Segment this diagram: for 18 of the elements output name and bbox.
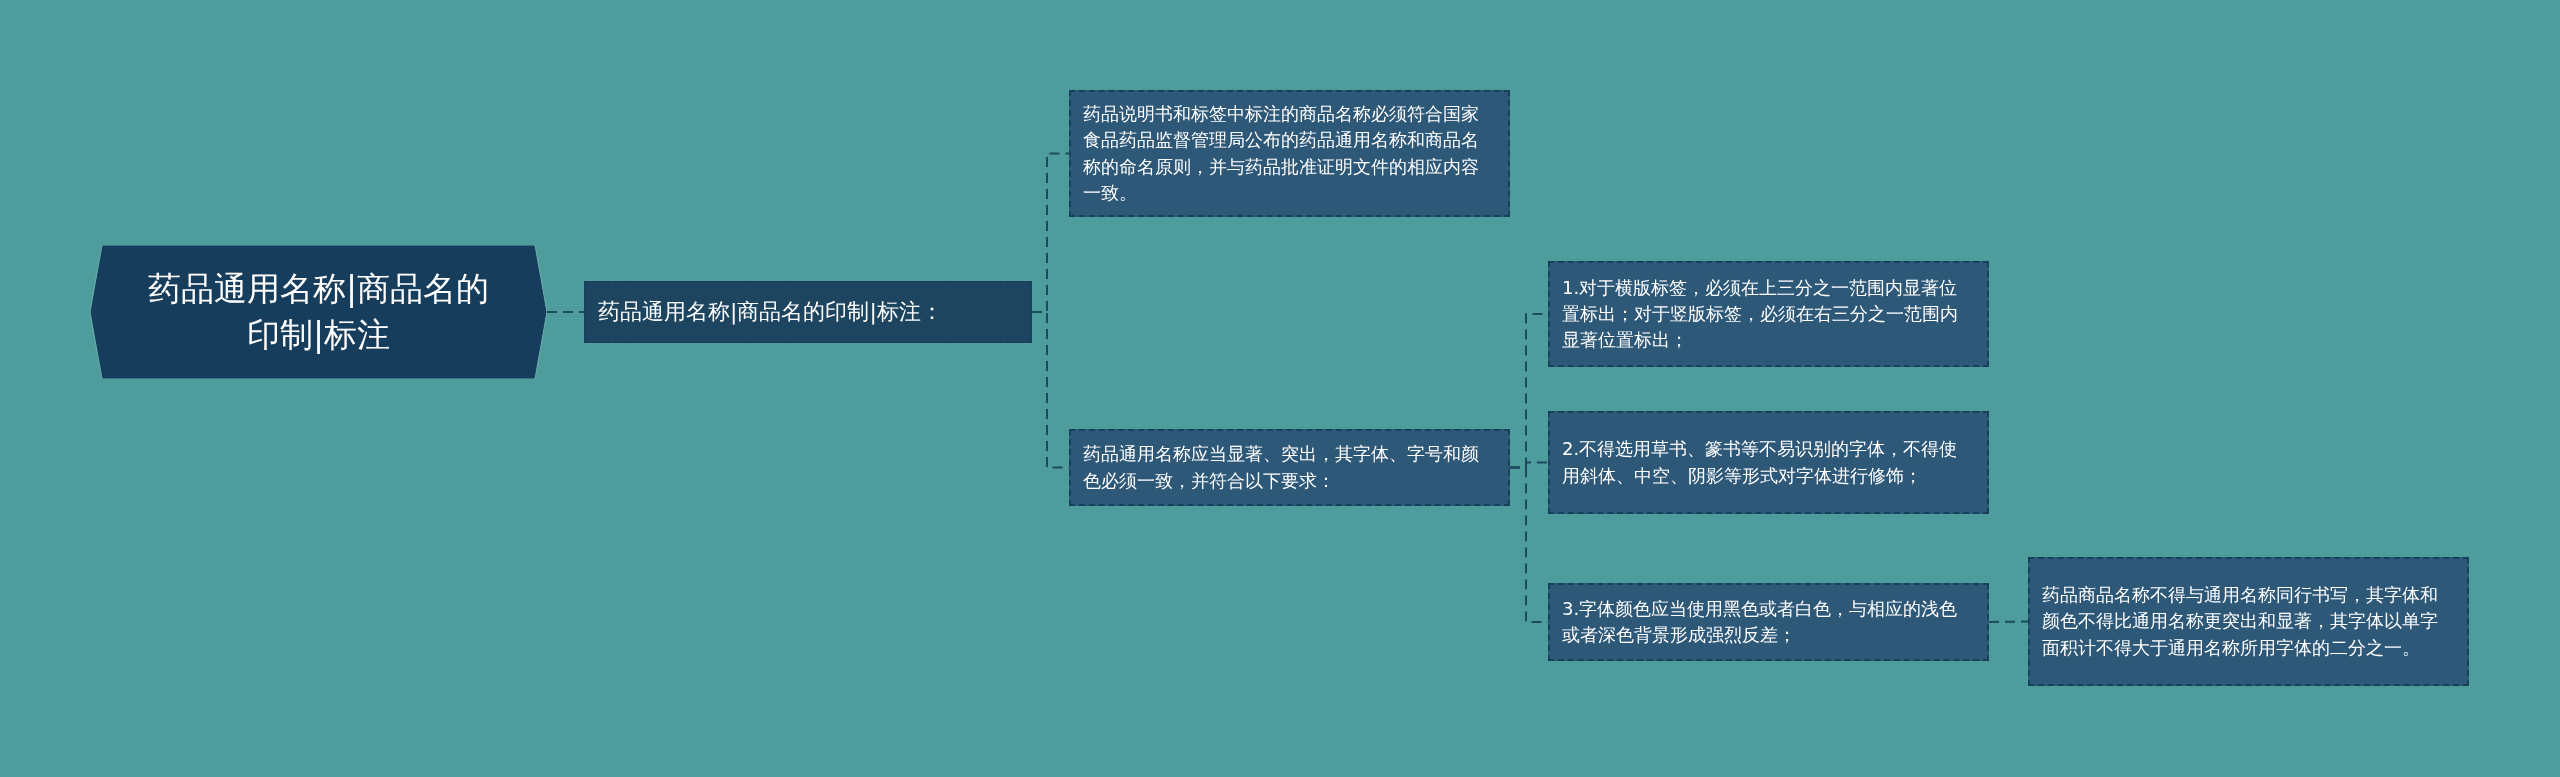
connector-line — [1988, 620, 2029, 623]
topic-text: 药品通用名称|商品名的印制|标注 — [146, 267, 491, 356]
topic-box — [1069, 90, 1510, 217]
topic-text: 药品通用名称应当显著、突出，其字体、字号和颜色必须一致，并符合以下要求： — [1083, 442, 1480, 493]
topic-box — [1069, 429, 1510, 506]
topic-box — [584, 281, 1032, 343]
topic-box — [1548, 261, 1989, 367]
connector-line — [546, 311, 585, 313]
topic-text: 2.不得选用草书、篆书等不易识别的字体，不得使用斜体、中空、阴影等形式对字体进行修饰； — [1562, 437, 1959, 488]
topic-text: 药品商品名称不得与通用名称同行书写，其字体和颜色不得比通用名称更突出和显著，其字体以单字面积计不得大于通用名称所用字体的二分之一。 — [2042, 583, 2439, 660]
topic-box — [1548, 583, 1989, 661]
central-topic-hexagon — [90, 245, 547, 379]
topic-text: 3.字体颜色应当使用黑色或者白色，与相应的浅色或者深色背景形成强烈反差； — [1562, 596, 1959, 647]
topic-text: 1.对于横版标签，必须在上三分之一范围内显著位置标出；对于竖版标签，必须在右三分之一范围内显著位置标出； — [1562, 275, 1959, 353]
topic-text: 药品通用名称|商品名的印制|标注： — [598, 298, 943, 327]
topic-box — [2028, 557, 2469, 686]
topic-box — [1548, 411, 1989, 514]
topic-text: 药品说明书和标签中标注的商品名称必须符合国家食品药品监督管理局公布的药品通用名称和商品名称的命名原则，并与药品批准证明文件的相应内容一致。 — [1083, 102, 1480, 205]
